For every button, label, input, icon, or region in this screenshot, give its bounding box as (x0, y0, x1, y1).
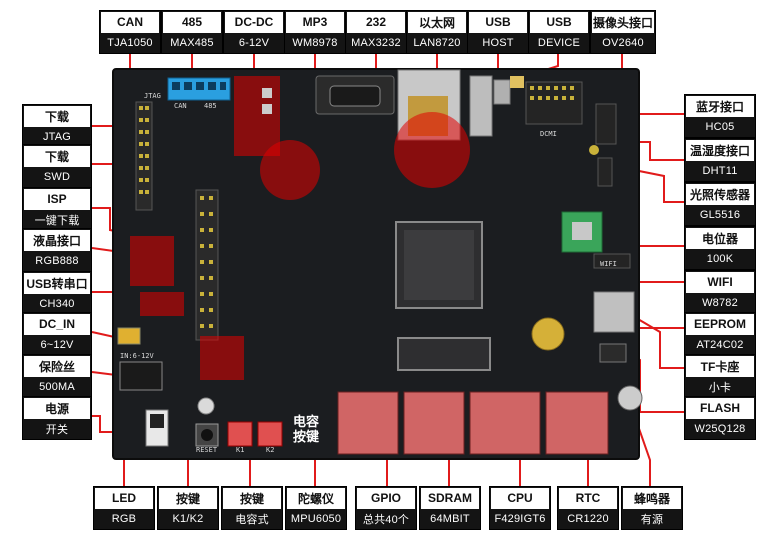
usb-device-port (493, 79, 511, 105)
jtag-header (135, 101, 153, 211)
svg-text:RESET: RESET (196, 446, 218, 454)
label-tf: TF卡座小卡 (684, 354, 756, 398)
gyro-highlight (200, 336, 244, 380)
ethernet-highlight (394, 112, 470, 188)
k1-key (227, 421, 253, 447)
dht-header (597, 157, 613, 187)
dcdc-highlight (234, 76, 280, 156)
rtc-battery (531, 317, 565, 351)
svg-text:CAN: CAN (174, 102, 187, 110)
usbserial-highlight (140, 292, 184, 316)
usb-host-port (469, 75, 493, 137)
svg-text:IN:6-12V: IN:6-12V (120, 352, 155, 360)
svg-text:K2: K2 (266, 446, 274, 454)
dc-jack (119, 361, 163, 391)
cap-button-label: 电容 按键 (290, 414, 322, 444)
gpio-header-1 (337, 391, 399, 455)
sdram-chip (397, 337, 491, 371)
svg-text:JTAG: JTAG (144, 92, 161, 100)
tf-slot (593, 291, 635, 333)
svg-text:K1: K1 (236, 446, 244, 454)
svg-text:485: 485 (204, 102, 217, 110)
rgb-led (197, 397, 215, 415)
lcd-header (195, 189, 219, 341)
silk-dcmi: DCMI (540, 130, 557, 138)
gpio-header-2 (403, 391, 465, 455)
lcd-highlight (130, 236, 174, 286)
gpio-header-3 (469, 391, 541, 455)
bt-header (595, 103, 617, 145)
label-cap-key: 按键电容式 (221, 486, 283, 530)
label-power: 电源开关 (22, 396, 92, 440)
k2-key (257, 421, 283, 447)
buzzer (617, 385, 643, 411)
gpio-header-4 (545, 391, 609, 455)
mp3-highlight (260, 140, 320, 200)
svg-text:WIFI: WIFI (600, 260, 617, 268)
label-buzzer: 蜂鸣器有源 (621, 486, 683, 530)
